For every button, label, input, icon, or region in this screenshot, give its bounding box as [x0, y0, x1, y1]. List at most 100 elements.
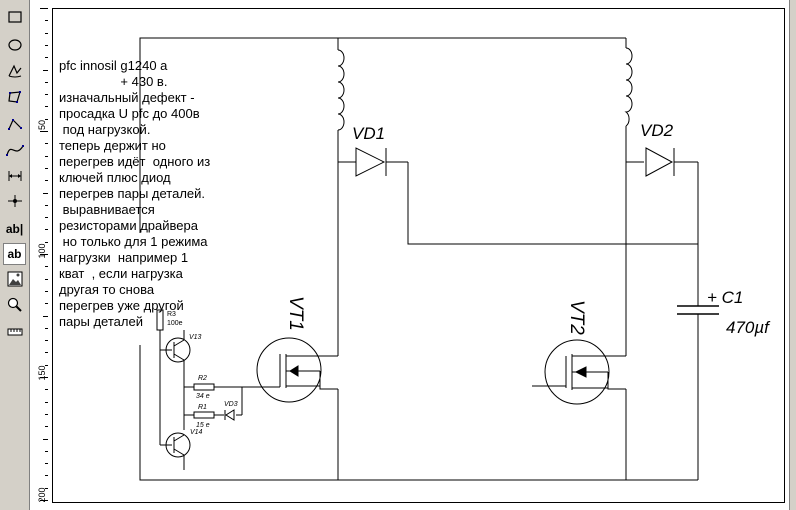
ruler-tick [45, 155, 48, 157]
ruler-tick [45, 327, 48, 329]
ruler-tick [45, 340, 48, 342]
freehand-tool[interactable] [3, 60, 26, 82]
rectangle-icon [7, 11, 22, 23]
dimension-icon [8, 171, 21, 181]
connection-point-tool[interactable] [3, 190, 26, 212]
page-border [52, 8, 785, 503]
image-tool[interactable] [3, 268, 26, 290]
ruler-tick [43, 315, 48, 317]
ruler-tick [40, 377, 48, 378]
ruler-tick [45, 20, 48, 22]
horizontal-ruler-edge [48, 0, 796, 2]
ruler-tick [45, 81, 48, 83]
ruler-tick [45, 463, 48, 465]
bezier-icon [5, 145, 24, 156]
bezier-tool[interactable] [3, 139, 26, 161]
c1-value: 470µf [726, 318, 771, 337]
vt2-label: VT2 [566, 300, 587, 335]
diode-vd1 [355, 147, 387, 177]
rectangle-tool[interactable] [3, 6, 26, 28]
drawing-canvas[interactable] [48, 2, 789, 510]
ruler-tick [45, 426, 48, 428]
ruler-tick [40, 500, 48, 501]
dimension-tool[interactable] [3, 165, 26, 187]
connection-point-icon [7, 195, 22, 207]
vd2-label: VD2 [640, 121, 674, 140]
text-frame-tool[interactable]: ab [3, 243, 26, 265]
ruler-tool[interactable] [3, 321, 26, 343]
text-tool[interactable]: ab| [3, 218, 26, 240]
ruler-tick [43, 192, 48, 194]
resistor-r3 [156, 309, 164, 331]
ruler-tick [45, 266, 48, 268]
ruler-tick [45, 167, 48, 169]
freehand-icon [7, 64, 21, 78]
ruler-tick [45, 94, 48, 96]
vd1-label: VD1 [352, 124, 385, 143]
ruler-tick [40, 8, 48, 9]
drawing-toolbar: ab| ab [0, 0, 30, 510]
r3-value: 100e [167, 320, 183, 327]
r1-value: 15 e [196, 422, 210, 429]
ruler-tick [45, 241, 48, 243]
ruler-tick [45, 57, 48, 59]
ruler-tick [45, 450, 48, 452]
vd3-label: VD3 [224, 401, 238, 408]
diode-vd2 [645, 147, 675, 177]
c1-label: + C1 [707, 288, 743, 307]
ruler-tick [45, 413, 48, 415]
resistor-r2 [193, 383, 215, 391]
polygon-icon [7, 91, 21, 103]
transistor-v13 [165, 337, 191, 363]
ruler-tick [45, 401, 48, 403]
ruler-tick [45, 106, 48, 108]
image-icon [7, 271, 22, 287]
ruler-tick [45, 229, 48, 231]
ruler-tick [43, 69, 48, 71]
r2-value: 34 e [196, 393, 210, 400]
ruler-tick [45, 389, 48, 391]
ruler-tick [45, 180, 48, 182]
text-tool-label: ab| [5, 222, 24, 236]
resistor-r1 [193, 411, 215, 419]
polyline-tool[interactable] [3, 113, 26, 135]
ruler-tick [45, 290, 48, 292]
polygon-tool[interactable] [3, 86, 26, 108]
top-wire [139, 37, 626, 233]
r1-label: R1 [198, 404, 207, 411]
ruler-tick [45, 32, 48, 34]
ruler-tick [45, 364, 48, 366]
mosfet-vt1 [256, 337, 338, 403]
inductor-l1 [337, 49, 345, 131]
annotation-text[interactable]: pfc innosil g1240 a + 430 в. изначальный… [59, 58, 211, 329]
ruler-tick [45, 475, 48, 477]
capacitor-c1 [677, 305, 719, 315]
ruler-tick [45, 303, 48, 305]
ruler-icon [7, 328, 22, 336]
mosfet-vt2 [544, 339, 626, 405]
ruler-tick [45, 217, 48, 219]
ruler-tick [43, 438, 48, 440]
inductor-l2 [624, 47, 633, 127]
transistor-v14 [165, 432, 191, 458]
diode-vd3 [224, 409, 235, 421]
magnifier-icon [7, 297, 22, 312]
ruler-tick [45, 487, 48, 489]
v14-label: V14 [190, 429, 203, 436]
ruler-tick [40, 131, 48, 132]
polyline-icon [7, 118, 22, 130]
text-frame-tool-label: ab [7, 247, 22, 261]
ruler-tick [45, 204, 48, 206]
v13-label: V13 [189, 334, 202, 341]
r3-label: R3 [167, 311, 176, 318]
ruler-tick [40, 254, 48, 255]
ruler-tick [45, 143, 48, 145]
zoom-tool[interactable] [3, 294, 26, 316]
ellipse-tool[interactable] [3, 34, 26, 56]
ellipse-icon [7, 39, 22, 51]
vt1-label: VT1 [285, 296, 306, 331]
ruler-tick [45, 118, 48, 120]
ruler-tick [45, 278, 48, 280]
vertical-scrollbar[interactable] [789, 0, 796, 510]
